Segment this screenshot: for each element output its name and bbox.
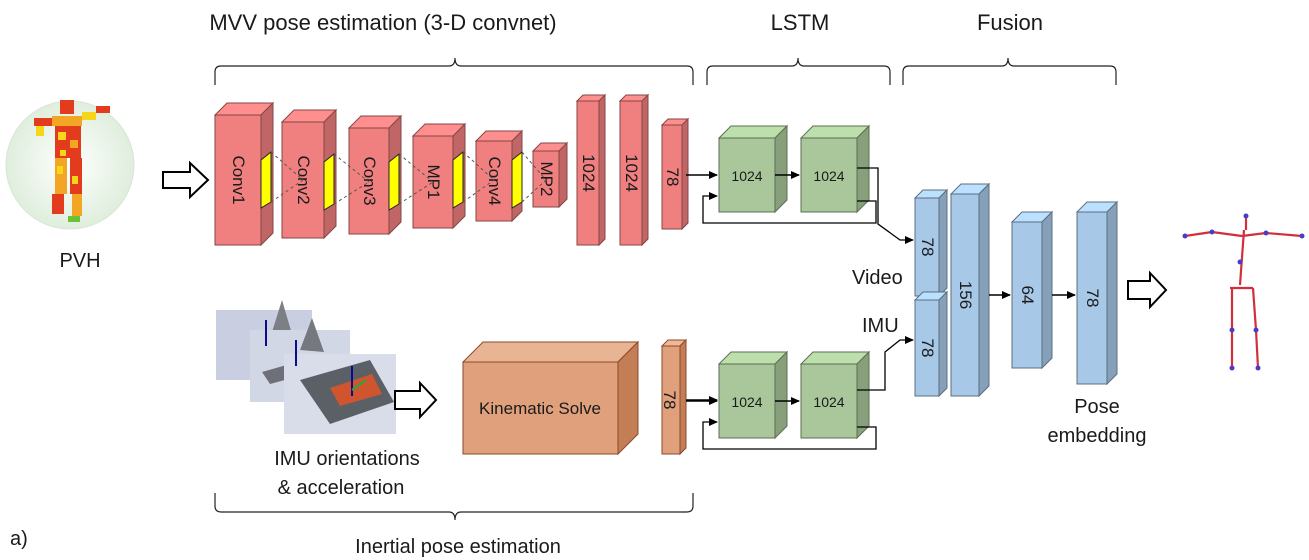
embedding-label: embedding: [1048, 425, 1147, 447]
mvv-brace: [214, 57, 694, 85]
lstm-video-cell-1: 1024: [717, 124, 789, 214]
fusion-block-3: 156: [949, 182, 991, 398]
kernel-4: [452, 150, 464, 209]
kinematic-solve-label: Kinematic Solve: [479, 399, 601, 418]
inertial-header: Inertial pose estimation: [355, 536, 561, 558]
lstm-video-cell-1-label: 1024: [731, 168, 762, 184]
kernel-2: [323, 152, 335, 211]
kernel-5: [511, 150, 523, 209]
fusion-block-2: 78: [913, 290, 949, 398]
conv-blocks: Conv1 Conv2 Conv3 MP1 Conv4 MP2 1024 1024 78: [213, 93, 690, 247]
input-arrow: [162, 160, 210, 200]
conv-block-9-label: 78: [663, 168, 682, 187]
imu-out-block: [660, 338, 688, 456]
lstm-imu: 1024 1024: [686, 350, 877, 450]
conv-block-1-label: Conv1: [229, 155, 248, 204]
fusion-blocks: 78 78 156 64 78: [913, 182, 1119, 398]
lstm-video: 1024 1024: [686, 124, 877, 224]
conv-block-3: Conv3: [347, 114, 403, 236]
pvh-image: [5, 100, 135, 230]
lstm-imu-cell-2-label: 1024: [813, 394, 844, 410]
fusion-block-2-label: 78: [918, 339, 937, 358]
conv-block-8-label: 1024: [622, 154, 641, 192]
pvh-figure: [34, 100, 110, 222]
fusion-block-5: 78: [1075, 200, 1119, 386]
conv-block-8: 1024: [618, 93, 650, 247]
fusion-brace: [902, 57, 1117, 85]
fusion-header: Fusion: [977, 10, 1043, 35]
lstm-video-cell-2-label: 1024: [813, 168, 844, 184]
lstm-header: LSTM: [771, 10, 830, 35]
kinematic-solve-block: [461, 340, 640, 456]
kernel-1: [260, 150, 272, 209]
lstm-imu-cell-2: 1024: [799, 350, 871, 440]
imu-out-label: 78: [660, 391, 679, 410]
skeleton-output: [1184, 216, 1303, 369]
conv-block-6-label: MP2: [537, 162, 556, 197]
kernel-3: [388, 152, 400, 211]
acceleration-label: & acceleration: [278, 477, 405, 499]
pvh-label: PVH: [59, 250, 100, 272]
fusion-block-1: 78: [913, 188, 949, 298]
conv-block-3-label: Conv3: [360, 156, 379, 205]
panel-label: a): [10, 528, 28, 550]
imu-input-arrow: [394, 380, 438, 420]
video-label: Video: [852, 267, 903, 289]
conv-block-4-label: MP1: [424, 165, 443, 200]
lstm-imu-cell-1: 1024: [717, 350, 789, 440]
lstm-video-cell-2: 1024: [799, 124, 871, 214]
conv-block-7-label: 1024: [579, 154, 598, 192]
fusion-block-4: 64: [1010, 210, 1054, 370]
fusion-block-5-label: 78: [1083, 289, 1102, 308]
fusion-block-1-label: 78: [918, 238, 937, 257]
fusion-block-3-label: 156: [956, 281, 975, 309]
imu-orientations-label: IMU orientations: [274, 448, 420, 470]
imu-label: IMU: [862, 315, 899, 337]
lstm-imu-cell-1-label: 1024: [731, 394, 762, 410]
lstm-brace: [706, 57, 891, 85]
conv-block-6: MP2: [531, 141, 569, 209]
output-arrow: [1127, 270, 1168, 310]
inertial-brace: [214, 493, 694, 521]
conv-block-5-label: Conv4: [485, 156, 504, 205]
skeleton-joints: [1182, 213, 1305, 371]
fusion-block-4-label: 64: [1018, 286, 1037, 305]
imu-image: [216, 300, 396, 434]
mvv-header: MVV pose estimation (3-D convnet): [209, 10, 556, 35]
pose-label: Pose: [1074, 396, 1120, 418]
connectors: [686, 167, 1076, 404]
conv-block-2-label: Conv2: [294, 155, 313, 204]
conv-block-9: 78: [660, 117, 690, 231]
conv-block-7: 1024: [575, 93, 607, 247]
